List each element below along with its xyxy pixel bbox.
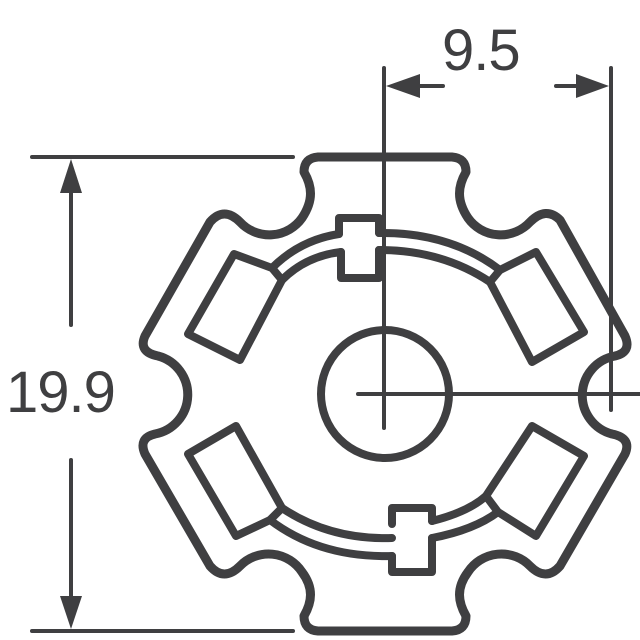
pad-upper-right bbox=[486, 248, 588, 366]
width-dimension-label: 9.5 bbox=[442, 18, 521, 83]
ring-outer-upper-left bbox=[268, 230, 343, 272]
arrow-up-icon bbox=[60, 159, 82, 193]
arrow-right-icon bbox=[576, 74, 609, 98]
ring-outer-lower-right bbox=[428, 508, 502, 542]
ring-inner-lower-right bbox=[428, 492, 490, 525]
ring-inner-upper-right bbox=[375, 246, 494, 286]
pad-lower-right bbox=[482, 422, 588, 540]
arrow-down-icon bbox=[60, 596, 82, 629]
pad-lower-left bbox=[184, 422, 286, 540]
bottom-tab bbox=[388, 504, 436, 576]
pad-upper-left bbox=[184, 250, 286, 364]
ring-inner-lower-left bbox=[278, 504, 396, 543]
arrow-left-icon bbox=[386, 74, 420, 98]
ring-outer-lower-left bbox=[266, 516, 396, 561]
ring-outer-upper-right bbox=[375, 228, 504, 274]
board-outline bbox=[138, 152, 632, 636]
top-tab bbox=[335, 214, 383, 282]
ring-inner-upper-left bbox=[278, 248, 345, 284]
height-dimension-label: 19.9 bbox=[6, 360, 116, 425]
